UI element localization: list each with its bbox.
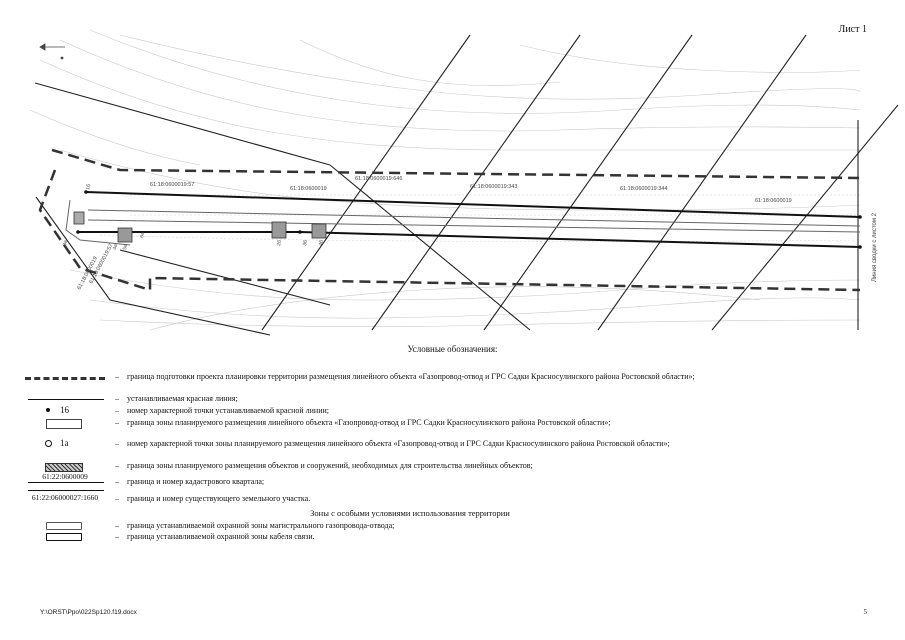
point-labels: 3а 4а 5а 6а 1б 2б 3б 4б xyxy=(62,184,325,251)
parcel-label: 61:18:0600019:343 xyxy=(470,184,517,190)
point-label: 3б xyxy=(302,240,309,247)
legend-text: номер характерной точки устанавливаемой … xyxy=(115,406,780,416)
placement-zone xyxy=(65,199,861,246)
planning-map: 61:18:0600019:57 61:18:0600019 61:18:060… xyxy=(29,29,899,336)
solid-line-symbol xyxy=(20,394,104,406)
legend-text: граница устанавливаемой охранной зоны ма… xyxy=(115,521,780,531)
boundary-note: Линия сводки с листом 2 xyxy=(872,212,878,282)
parcel-label: 61:18:0600019 xyxy=(290,186,327,192)
quarter-line-symbol: 61:22:0600009 xyxy=(20,472,104,488)
north-arrow-icon xyxy=(39,43,65,60)
point-symbol: 16 xyxy=(20,405,104,418)
parcel-label: 61:18:0600019:57 xyxy=(150,182,194,188)
terrain-detail xyxy=(99,194,861,242)
dot-icon xyxy=(46,408,50,412)
point-label: 6а xyxy=(139,232,146,239)
legend-text: граница и номер кадастрового квартала; xyxy=(115,477,780,487)
page-number: 5 xyxy=(863,608,868,616)
legend-row-gas-protection-zone: граница устанавливаемой охранной зоны ма… xyxy=(20,521,780,532)
red-lines xyxy=(78,191,861,248)
point-label: 3а xyxy=(62,240,69,247)
quarter-code: 61:22:0600009 xyxy=(42,472,88,481)
legend-row-zone-point: 1а номер характерной точки зоны планируе… xyxy=(20,438,780,461)
circle-symbol-label: 1а xyxy=(60,438,69,448)
legend-row-cadastral-quarter: 61:22:0600009 граница и номер кадастрово… xyxy=(20,472,780,488)
point-label: 5а xyxy=(122,244,129,251)
point-label: 4б xyxy=(318,240,325,247)
rect-symbol xyxy=(20,418,104,439)
point-markers xyxy=(76,190,862,249)
legend-text: граница и номер существующего земельного… xyxy=(115,494,780,504)
legend-row-red-line: устанавливаемая красная линия; xyxy=(20,394,780,406)
legend-row-red-line-point: 16 номер характерной точки устанавливаем… xyxy=(20,405,780,418)
parcel-label: 61:18:0600019 xyxy=(755,198,792,204)
zones-title: Зоны с особыми условиями использования т… xyxy=(310,508,510,518)
parcel-code: 61:22:06000027:1660 xyxy=(31,493,99,502)
legend-row-construction-zone: граница зоны планируемого размещения объ… xyxy=(20,461,780,474)
legend-text: граница зоны планируемого размещения объ… xyxy=(115,461,780,471)
sheet-label: Лист 1 xyxy=(838,24,867,35)
project-boundary xyxy=(38,148,861,292)
legend-row-land-parcel: 61:22:06000027:1660 граница и номер суще… xyxy=(20,488,780,504)
legend-text: граница подготовки проекта планировки те… xyxy=(115,372,780,382)
legend-text: граница устанавливаемой охранной зоны ка… xyxy=(115,532,780,542)
point-label: 1б xyxy=(85,184,92,191)
terrain-contours xyxy=(29,29,861,331)
rounded-rect-symbol xyxy=(20,521,104,532)
legend-title: Условные обозначения: xyxy=(407,344,498,354)
parcel-label: 61:18:0600019:646 xyxy=(355,176,402,182)
point-label: 4а xyxy=(112,244,119,251)
file-path: Y:\ORST\Ppo\022Sp120.f19.docx xyxy=(40,609,137,616)
parcel-label: 61:18:0600019:344 xyxy=(620,186,667,192)
point-label: 2б xyxy=(276,240,283,247)
cadastral-boundaries xyxy=(34,34,899,336)
legend-text: граница зоны планируемого размещения лин… xyxy=(115,418,780,428)
legend: граница подготовки проекта планировки те… xyxy=(20,372,780,543)
point-symbol-label: 16 xyxy=(60,405,69,415)
legend-row-placement-zone: граница зоны планируемого размещения лин… xyxy=(20,418,780,439)
legend-row-project-boundary: граница подготовки проекта планировки те… xyxy=(20,372,780,394)
circle-icon xyxy=(45,440,52,447)
legend-text: номер характерной точки зоны планируемог… xyxy=(115,439,780,449)
parcel-line-symbol: 61:22:06000027:1660 xyxy=(20,488,104,504)
hatched-rect-symbol xyxy=(20,461,104,474)
rounded-rect-thick-symbol xyxy=(20,532,104,543)
circle-symbol: 1а xyxy=(20,438,104,461)
dashed-line-symbol xyxy=(20,372,105,394)
parcel-labels: 61:18:0600019:57 61:18:0600019 61:18:060… xyxy=(150,176,792,204)
construction-zone-hatched xyxy=(73,211,327,243)
left-labels: 61:18:0600019 61:18:0600019:57 xyxy=(76,243,114,291)
legend-text: устанавливаемая красная линия; xyxy=(115,394,780,404)
legend-row-cable-protection-zone: граница устанавливаемой охранной зоны ка… xyxy=(20,532,780,543)
